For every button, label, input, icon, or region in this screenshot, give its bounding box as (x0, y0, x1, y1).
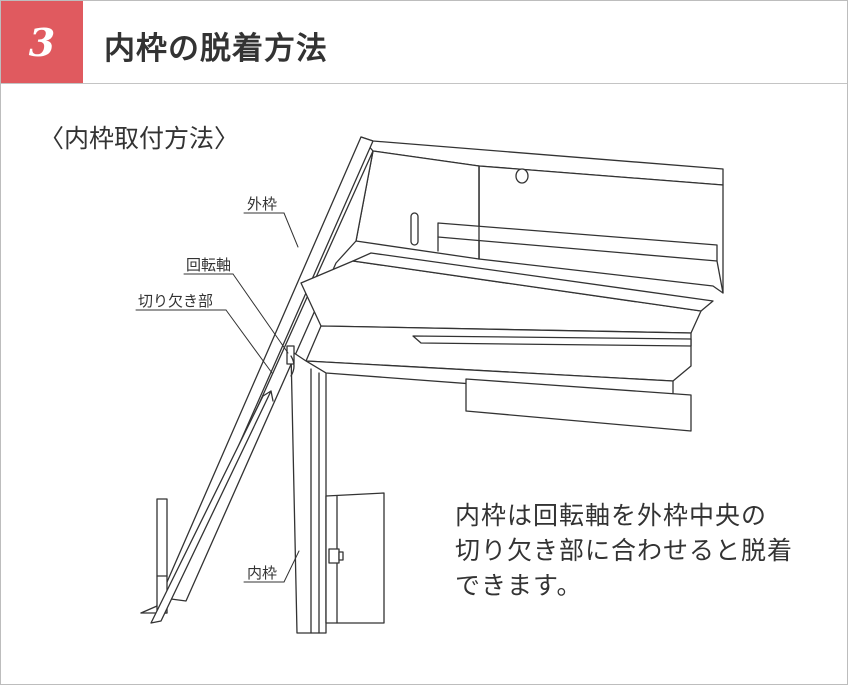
step-badge: 3 (1, 1, 83, 83)
label-outer-frame: 外枠 (247, 195, 278, 213)
inner-frame-top-rail (300, 252, 714, 432)
description-line-3: できます。 (455, 571, 583, 600)
leader-lines (135, 212, 300, 583)
step-header: 3 内枠の脱着方法 (1, 1, 847, 84)
label-inner-frame: 内枠 (247, 564, 278, 582)
description-text: 内枠は回転軸を外枠中央の 切り欠き部に合わせると脱着 できます。 (455, 498, 793, 603)
outer-frame-back-rail (355, 136, 724, 294)
inner-frame-left-stile (286, 345, 385, 634)
label-pivot-axis: 回転軸 (186, 256, 232, 274)
description-line-2: 切り欠き部に合わせると脱着 (455, 536, 794, 565)
step-number: 3 (28, 19, 56, 65)
description-line-1: 内枠は回転軸を外枠中央の (455, 501, 768, 530)
outer-frame-left-rail (140, 136, 374, 624)
step-title: 内枠の脱着方法 (104, 31, 328, 67)
label-notch: 切り欠き部 (138, 292, 214, 310)
section-title: 〈内枠取付方法〉 (39, 124, 240, 153)
